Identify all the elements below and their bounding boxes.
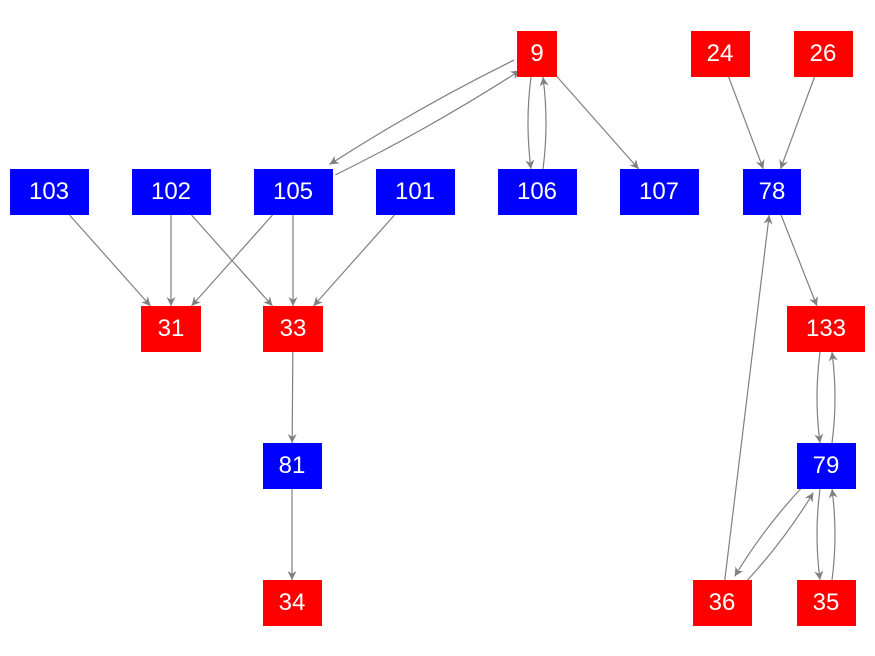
edge-106-to-9	[539, 76, 549, 170]
edge-9-to-106	[525, 76, 535, 170]
edge-33-to-81	[287, 351, 297, 444]
node-102[interactable]: 102	[131, 169, 211, 215]
edge-79-to-133	[828, 351, 838, 444]
node-9[interactable]: 9	[517, 31, 557, 77]
edge-105-to-9	[335, 70, 521, 176]
node-107[interactable]: 107	[619, 169, 699, 215]
edge-9-to-107	[556, 76, 640, 170]
node-34[interactable]: 34	[262, 580, 322, 626]
node-81[interactable]: 81	[262, 443, 322, 489]
edge-105-to-31	[191, 214, 273, 307]
node-106[interactable]: 106	[497, 169, 577, 215]
edge-101-to-33	[313, 214, 395, 307]
edge-26-to-78	[779, 76, 816, 170]
node-79[interactable]: 79	[796, 443, 856, 489]
edge-24-to-78	[728, 76, 765, 170]
node-31[interactable]: 31	[141, 306, 201, 352]
node-33[interactable]: 33	[263, 306, 323, 352]
edge-36-to-79	[743, 492, 814, 585]
edge-79-to-35	[814, 488, 824, 581]
edge-78-to-133	[780, 214, 818, 307]
edge-9-to-105	[329, 59, 515, 165]
node-105[interactable]: 105	[253, 169, 333, 215]
edge-79-to-36	[734, 484, 805, 577]
node-101[interactable]: 101	[375, 169, 455, 215]
edge-35-to-79	[828, 488, 838, 581]
node-78[interactable]: 78	[743, 169, 801, 215]
node-26[interactable]: 26	[793, 31, 853, 77]
edge-133-to-79	[814, 351, 824, 444]
node-133[interactable]: 133	[787, 306, 865, 352]
edge-36-to-78	[724, 214, 773, 581]
edge-103-to-31	[69, 214, 151, 307]
node-35[interactable]: 35	[796, 580, 856, 626]
node-36[interactable]: 36	[692, 580, 752, 626]
node-103[interactable]: 103	[9, 169, 89, 215]
node-24[interactable]: 24	[690, 31, 750, 77]
